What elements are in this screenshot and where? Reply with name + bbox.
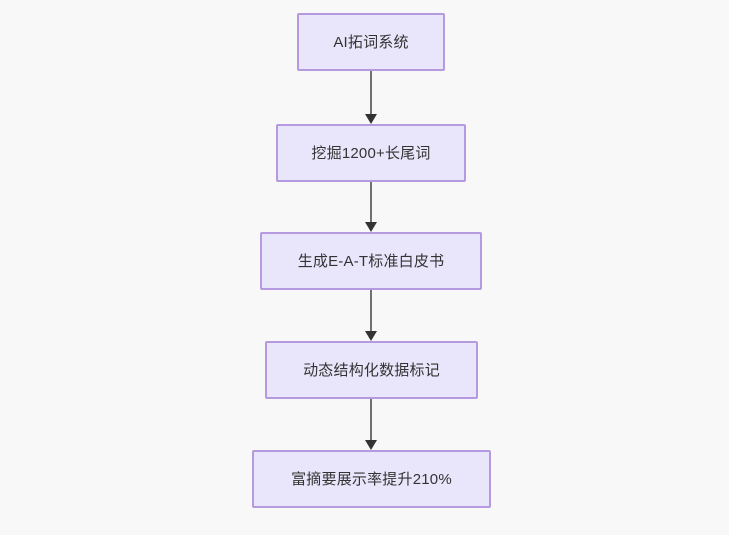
flowchart-node-generate-eat-whitepaper[interactable]: 生成E-A-T标准白皮书 — [260, 232, 482, 290]
flowchart-node-label: 生成E-A-T标准白皮书 — [297, 252, 445, 270]
edge-node4-to-node5 — [365, 399, 377, 450]
flowchart-node-label: AI拓词系统 — [333, 33, 409, 51]
flowchart-node-mine-longtail-keywords[interactable]: 挖掘1200+长尾词 — [276, 124, 466, 182]
edge-node1-to-node2 — [365, 71, 377, 124]
flowchart-node-label: 富摘要展示率提升210% — [291, 470, 452, 488]
edge-node3-to-node4 — [365, 290, 377, 341]
flowchart-node-label: 挖掘1200+长尾词 — [311, 144, 431, 162]
edge-node2-to-node3 — [365, 182, 377, 232]
flowchart-node-rich-snippet-rate-increase[interactable]: 富摘要展示率提升210% — [252, 450, 491, 508]
flowchart-node-dynamic-structured-data-markup[interactable]: 动态结构化数据标记 — [265, 341, 478, 399]
flowchart-node-ai-keyword-system[interactable]: AI拓词系统 — [297, 13, 445, 71]
flowchart-node-label: 动态结构化数据标记 — [303, 361, 440, 379]
